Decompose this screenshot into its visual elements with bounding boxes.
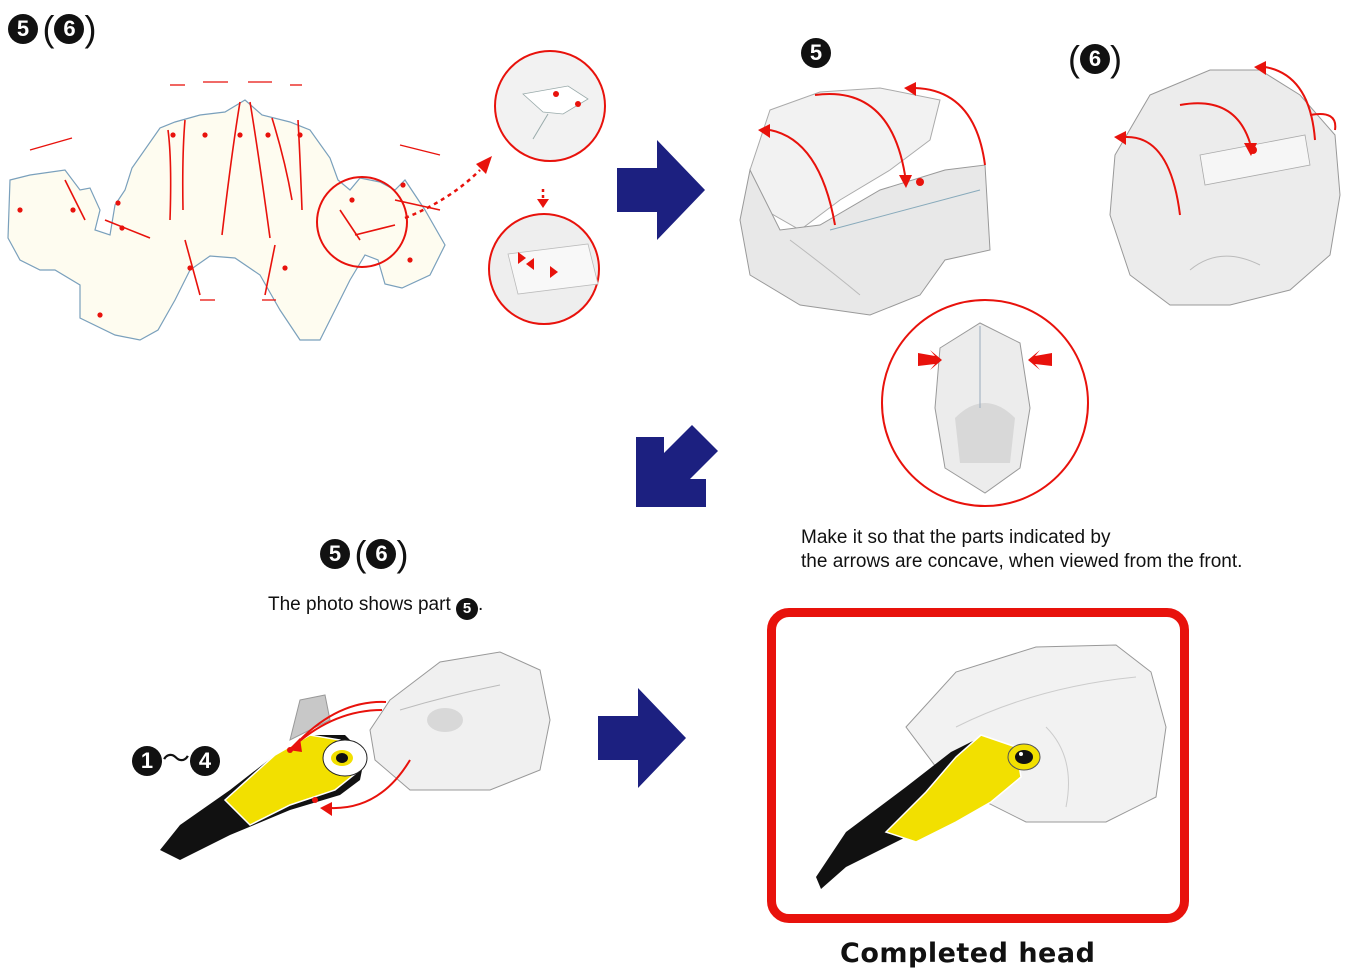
completed-head-frame	[767, 608, 1189, 923]
concave-instruction: Make it so that the parts indicated by t…	[801, 526, 1361, 574]
detail-zoom-circles	[488, 44, 618, 334]
part-number-badge: 5	[801, 38, 831, 68]
arrow-down-left-icon	[636, 425, 718, 507]
step-label-bottom: 5 (6)	[320, 533, 408, 575]
part-number-badge: 5	[456, 598, 478, 620]
part-number-badge: 5	[8, 14, 38, 44]
photo-caption-suffix: .	[478, 594, 483, 615]
paren-open: (	[354, 533, 366, 574]
completed-head-label: Completed head	[840, 938, 1095, 969]
label-part5: 5	[801, 38, 831, 68]
part-number-badge-alt: 6	[366, 539, 396, 569]
part-number-badge: 5	[320, 539, 350, 569]
pattern-piece	[8, 100, 445, 340]
head-part6-photo	[1100, 55, 1340, 315]
part-number-badge-alt: 6	[54, 14, 84, 44]
head-part5-photo	[730, 80, 1010, 325]
front-view-circle	[880, 298, 1090, 508]
arrow-right-icon	[598, 688, 688, 788]
part-number-badge: 1	[132, 746, 162, 776]
completed-head-photo	[776, 617, 1180, 914]
paren-open: (	[42, 8, 54, 49]
photo-caption: The photo shows part 5.	[268, 594, 483, 620]
beak-assembly-photo	[160, 640, 560, 865]
step-label-top: 5 (6)	[8, 8, 96, 50]
arrow-right-icon	[617, 140, 707, 240]
paren-close: )	[84, 8, 96, 49]
unfolded-pattern	[0, 60, 470, 350]
paren-open: (	[1068, 38, 1080, 79]
paren-close: )	[396, 533, 408, 574]
photo-caption-text: The photo shows part	[268, 594, 451, 615]
